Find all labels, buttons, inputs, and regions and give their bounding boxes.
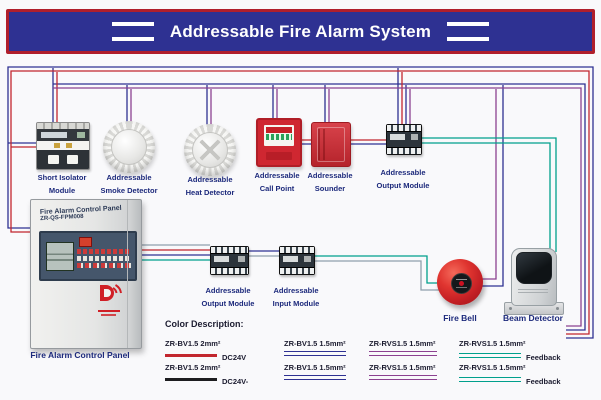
legend: Color Description: ZR-BV1.5 2mm² DC24V Z…	[165, 319, 597, 397]
label-fire-alarm-control-panel: Fire Alarm Control Panel	[30, 350, 130, 360]
call-point-device	[256, 118, 302, 167]
panel-door-seam	[127, 200, 128, 348]
legend-entry: ZR-BV1.5 2mm² DC24V	[165, 339, 247, 362]
sounder-device	[311, 122, 351, 167]
panel-keypad	[77, 249, 131, 275]
beam-detector-body	[511, 248, 557, 306]
legend-entry: ZR-BV1.5 1.5mm²	[284, 339, 351, 356]
call-point-element	[266, 152, 292, 160]
legend-entry: ZR-RVS1.5 1.5mm²	[369, 339, 442, 356]
legend-entry: ZR-BV1.5 2mm² DC24V-	[165, 363, 249, 386]
beam-detector-grooves	[518, 287, 548, 295]
title-banner: Addressable Fire Alarm System	[6, 9, 595, 54]
panel-lcd-screen	[46, 242, 74, 271]
fire-bell-device	[437, 259, 483, 305]
brand-logo-icon	[96, 282, 124, 316]
heat-detector-device	[184, 124, 236, 176]
panel-printed-text: Fire Alarm Control Panel ZR-QS-FPM008	[40, 205, 122, 222]
input-module-device	[279, 246, 315, 275]
wire-group-gray	[140, 244, 441, 291]
panel-alarm-lamp	[79, 237, 92, 247]
page-title: Addressable Fire Alarm System	[169, 21, 432, 41]
legend-entry: ZR-RVS1.5 1.5mm² Feedback	[459, 363, 561, 386]
output-module-device	[210, 246, 249, 275]
short-isolator-module-device	[36, 122, 90, 170]
smoke-detector-device	[103, 121, 155, 173]
wire-group-teal	[140, 137, 557, 284]
fire-alarm-control-panel-device: Fire Alarm Control Panel ZR-QS-FPM008	[30, 199, 142, 349]
isolator-terminal-strip	[37, 123, 89, 129]
banner-double-line-left	[111, 22, 154, 41]
banner-double-line-right	[447, 22, 490, 41]
legend-entry: ZR-BV1.5 1.5mm²	[284, 363, 351, 380]
beam-detector-window	[516, 252, 552, 284]
isolator-terminal-blocks	[37, 150, 89, 169]
legend-column-dc: ZR-BV1.5 2mm² DC24V ZR-BV1.5 2mm² DC24V-	[165, 319, 283, 397]
label-fire-bell: Fire Bell	[443, 313, 477, 323]
legend-column-rvs: ZR-RVS1.5 1.5mm² ZR-RVS1.5 1.5mm²	[369, 319, 457, 397]
legend-column-feedback: ZR-RVS1.5 1.5mm² Feedback ZR-RVS1.5 1.5m…	[459, 319, 597, 397]
fire-bell-hub	[450, 272, 472, 294]
beam-detector-device	[504, 247, 564, 315]
wire-group-purple	[53, 87, 582, 327]
legend-entry: ZR-RVS1.5 1.5mm² Feedback	[459, 339, 561, 362]
isolator-label-band	[37, 129, 89, 141]
label-beam-detector: Beam Detector	[503, 313, 563, 323]
legend-column-bv: ZR-BV1.5 1.5mm² ZR-BV1.5 1.5mm²	[284, 319, 368, 397]
panel-display-bezel	[39, 231, 137, 281]
legend-entry: ZR-RVS1.5 1.5mm²	[369, 363, 442, 380]
output-module-top-device	[386, 124, 422, 155]
isolator-mid-band	[37, 141, 89, 150]
legend-title: Color Description:	[165, 319, 244, 329]
call-point-sticker	[264, 125, 294, 146]
